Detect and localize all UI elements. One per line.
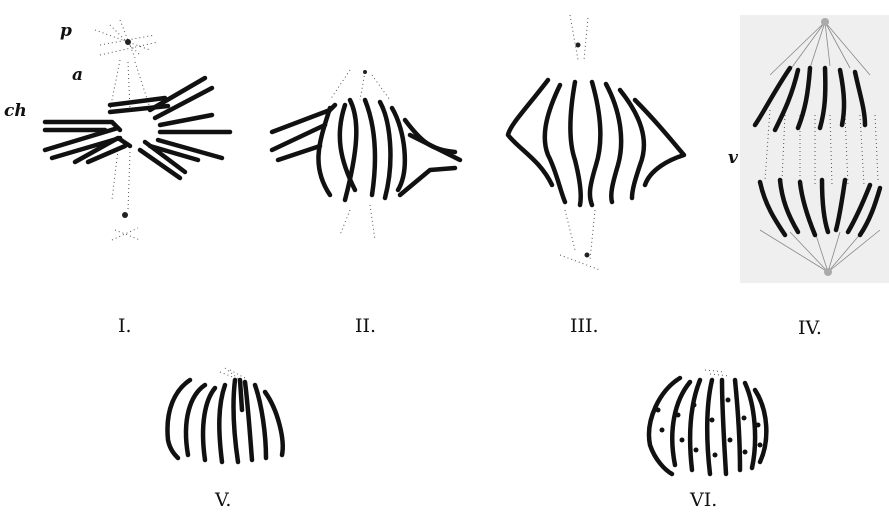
figure-v-drawing [167,368,282,462]
figure-label-vi: VI. [689,489,717,511]
figure-vi-chromosomes [649,378,766,474]
label-v: v [728,148,739,168]
figure-label-v: V. [214,489,231,511]
figure-label-iii: III. [570,315,599,337]
figure-label-ii: II. [355,315,376,337]
label-p: p [60,21,72,41]
figure-ii-chromosomes [272,100,460,200]
figure-v-chromosomes [167,380,282,462]
figure-i-chromosomes [45,78,230,178]
figure-i-drawing [45,20,230,240]
figure-iii-drawing [508,15,684,270]
figure-ii-drawing [272,70,460,240]
label-a: a [72,65,83,85]
figure-vi-drawing [649,370,766,474]
figure-iv-drawing [740,15,889,283]
figure-label-i: I. [118,315,132,337]
label-ch: ch [4,101,27,121]
figure-iii-chromosomes [508,80,684,205]
figure-label-iv: IV. [798,317,822,339]
